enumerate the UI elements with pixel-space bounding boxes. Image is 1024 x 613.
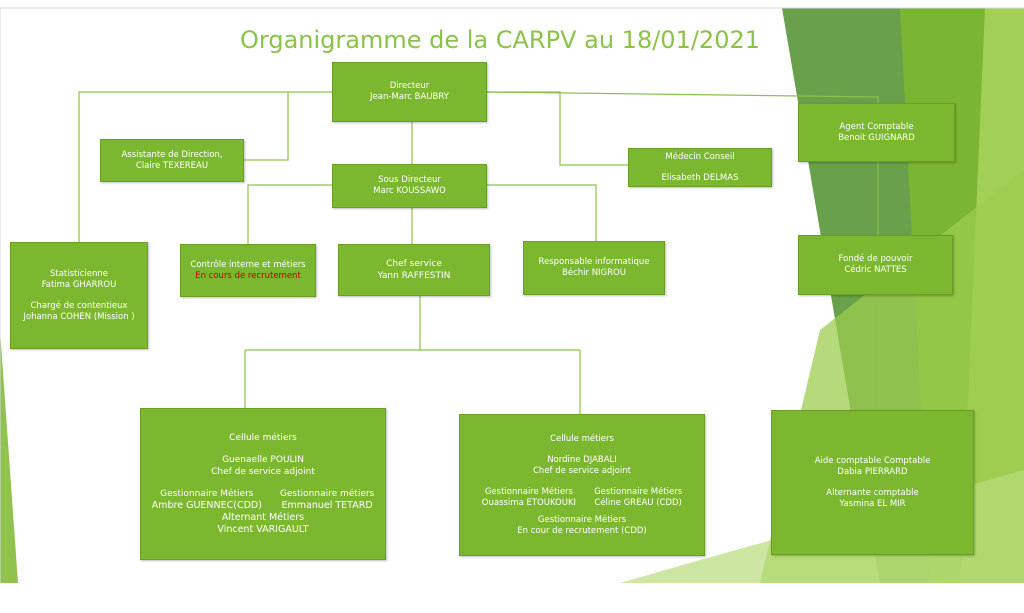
- aide-comptable-role: Aide comptable Comptable: [814, 455, 931, 466]
- statisticienne-name: Fatima GHARROU: [41, 279, 117, 290]
- cellule1-alt-role: Alternant Métiers: [221, 512, 305, 523]
- connector-medecin: [487, 91, 628, 166]
- cellule1-title: Cellule métiers: [229, 433, 297, 443]
- directeur-name: Jean-Marc BAUBRY: [370, 92, 449, 102]
- cellule2-left-role: Gestionnaire Métiers: [484, 486, 573, 497]
- alternante-name: Yasmina EL MIR: [839, 498, 906, 509]
- alternante-role: Alternante comptable: [826, 487, 919, 498]
- node-directeur[interactable]: Directeur Jean-Marc BAUBRY: [332, 62, 487, 122]
- connector-assistante: [244, 92, 289, 161]
- cellule1-right-col: Gestionnaire métiers Emmanuel TETARD: [280, 488, 374, 512]
- bottom-margin: [0, 583, 1024, 613]
- cellule2-title: Cellule métiers: [550, 433, 614, 444]
- cellule2-columns: Gestionnaire Métiers Ouassima ETOUKOUKI …: [482, 487, 682, 509]
- chef-service-name: Yann RAFFESTIN: [377, 271, 451, 281]
- medecin-name: Elisabeth DELMAS: [661, 172, 739, 183]
- cellule2-name: Nordine DJABALI: [547, 454, 617, 465]
- connector-informatique: [487, 184, 597, 241]
- assistante-role: Assistante de Direction,: [121, 149, 223, 160]
- chef-service-role: Chef service: [386, 259, 442, 269]
- statisticienne-role: Statisticienne: [49, 268, 109, 279]
- cellule1-left-role: Gestionnaire Métiers: [160, 489, 254, 499]
- node-statisticienne[interactable]: Statisticienne Fatima GHARROU Chargé de …: [10, 242, 148, 349]
- cellule1-name: Guenaelle POULIN: [222, 455, 304, 465]
- cellule2-extra-name: En cour de recrutement (CDD): [517, 525, 647, 536]
- agent-comptable-name: Benoit GUIGNARD: [838, 132, 915, 143]
- cellule1-right-name: Emmanuel TETARD: [281, 500, 373, 511]
- cellule1-role: Chef de service adjoint: [211, 467, 315, 477]
- node-cellule-metiers-1[interactable]: Cellule métiers Guenaelle POULIN Chef de…: [140, 408, 386, 560]
- cellule1-left-name: Ambre GUENNEC(CDD): [151, 500, 262, 511]
- connector-statisticienne: [78, 91, 332, 242]
- cellule1-alt-name: Vincent VARIGAULT: [217, 524, 309, 535]
- cellule2-right-col: Gestionnaire Métiers Céline GREAU (CDD): [594, 487, 682, 509]
- medecin-role: Médecin Conseil: [665, 151, 735, 162]
- informatique-role: Responsable informatique: [538, 257, 650, 267]
- node-fonde-de-pouvoir[interactable]: Fondé de pouvoir Cédric NATTES: [798, 235, 953, 295]
- sous-directeur-name: Marc KOUSSAWO: [373, 186, 446, 196]
- aide-comptable-name: Dabia PIERRARD: [837, 466, 908, 477]
- controle-status: En cours de recrutement: [195, 270, 301, 281]
- connector-controle: [247, 184, 332, 244]
- assistante-name: Claire TEXEREAU: [135, 160, 209, 171]
- node-assistante[interactable]: Assistante de Direction, Claire TEXEREAU: [100, 139, 244, 182]
- node-sous-directeur[interactable]: Sous Directeur Marc KOUSSAWO: [332, 164, 487, 208]
- cellule2-left-name: Ouassima ETOUKOUKI: [481, 497, 577, 508]
- node-informatique[interactable]: Responsable informatique Béchir NIGROU: [523, 241, 665, 295]
- node-aide-comptable[interactable]: Aide comptable Comptable Dabia PIERRARD …: [771, 410, 974, 555]
- cellule1-left-col: Gestionnaire Métiers Ambre GUENNEC(CDD): [152, 488, 262, 512]
- connectors: [78, 91, 879, 414]
- cellule2-left-col: Gestionnaire Métiers Ouassima ETOUKOUKI: [482, 487, 576, 509]
- cellule2-right-name: Céline GREAU (CDD): [594, 497, 682, 508]
- node-cellule-metiers-2[interactable]: Cellule métiers Nordine DJABALI Chef de …: [459, 414, 705, 556]
- cellule1-columns: Gestionnaire Métiers Ambre GUENNEC(CDD) …: [152, 488, 375, 512]
- fonde-role: Fondé de pouvoir: [838, 254, 913, 264]
- agent-comptable-role: Agent Comptable: [839, 121, 914, 132]
- contentieux-name: Johanna COHEN (Mission ): [23, 311, 135, 322]
- informatique-name: Béchir NIGROU: [562, 268, 626, 278]
- fonde-name: Cédric NATTES: [844, 265, 907, 275]
- node-controle-interne[interactable]: Contrôle interne et métiers En cours de …: [180, 244, 316, 297]
- deco-left-wedge: [0, 330, 18, 583]
- node-chef-service[interactable]: Chef service Yann RAFFESTIN: [338, 244, 490, 296]
- controle-role: Contrôle interne et métiers: [190, 259, 306, 270]
- cellule2-role: Chef de service adjoint: [533, 465, 631, 476]
- cellule2-extra-role: Gestionnaire Métiers: [537, 514, 627, 525]
- cellule1-right-role: Gestionnaire métiers: [279, 489, 375, 499]
- sous-directeur-role: Sous Directeur: [378, 175, 441, 185]
- directeur-role: Directeur: [389, 81, 430, 91]
- contentieux-role: Chargé de contentieux: [30, 300, 128, 311]
- connector-agent-comptable: [486, 91, 879, 103]
- node-medecin[interactable]: Médecin Conseil Elisabeth DELMAS: [628, 148, 772, 187]
- cellule2-right-role: Gestionnaire Métiers: [594, 486, 683, 497]
- chart-title: Organigramme de la CARPV au 18/01/2021: [240, 26, 760, 54]
- node-agent-comptable[interactable]: Agent Comptable Benoit GUIGNARD: [798, 103, 955, 162]
